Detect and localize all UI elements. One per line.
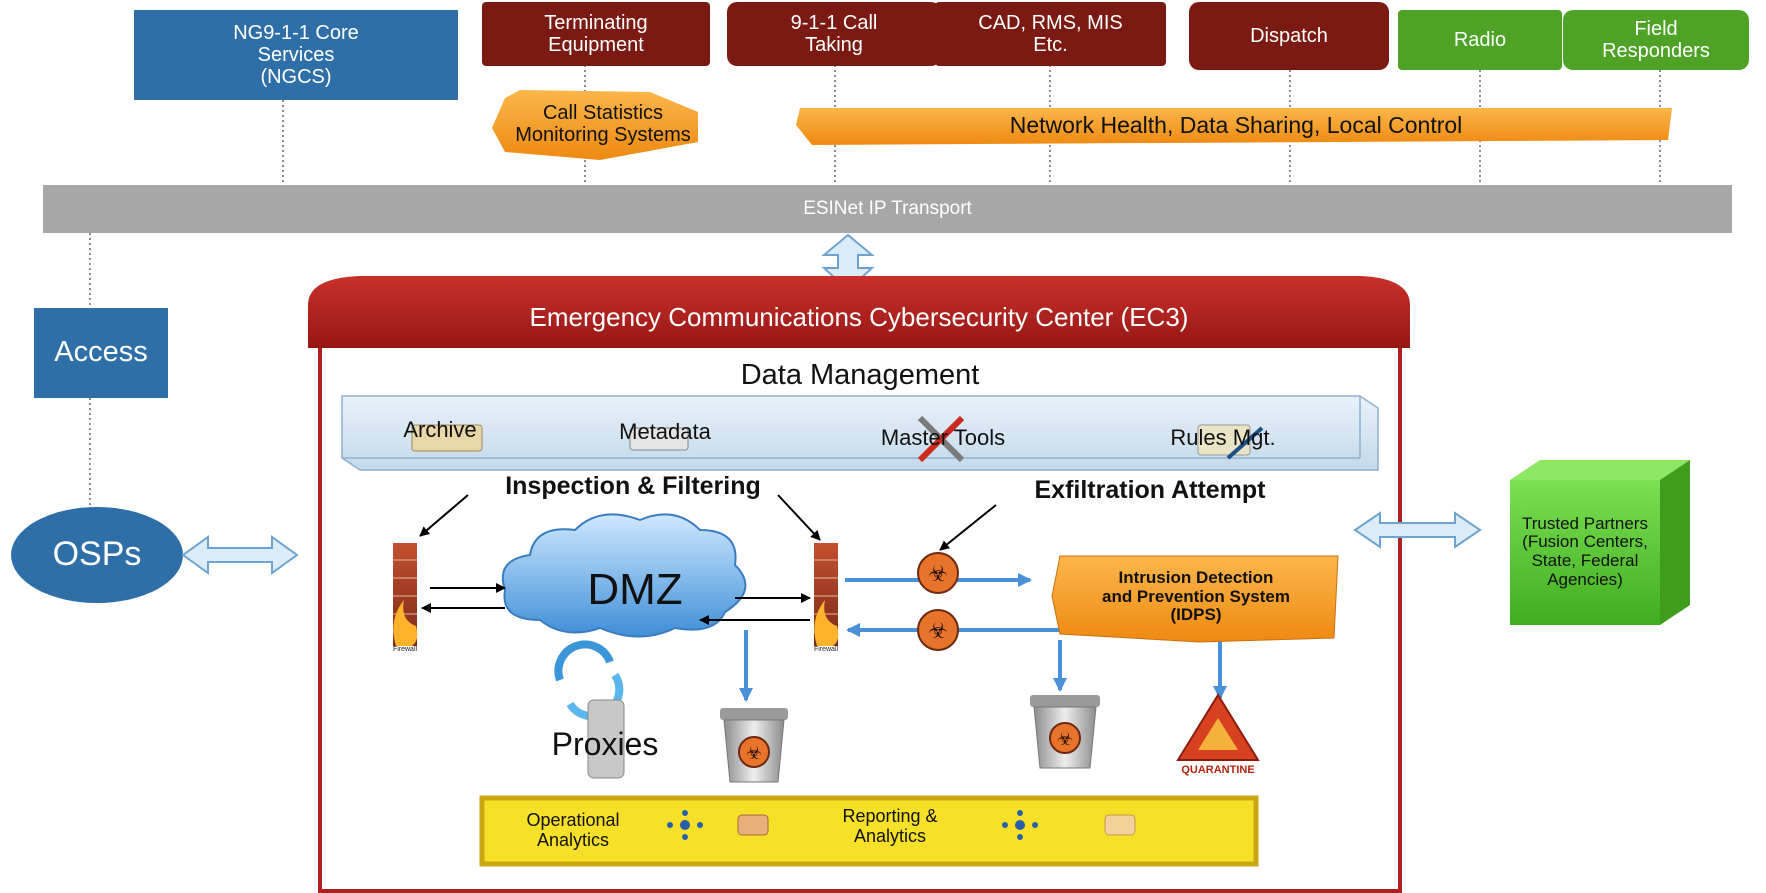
svg-text:☣: ☣: [746, 743, 762, 764]
biohazard-icon: ☣: [917, 552, 959, 594]
inspection-arrow-left: [419, 494, 469, 537]
trusted-partners-double-arrow: [1353, 511, 1482, 549]
connector-lines: [89, 60, 1661, 510]
exfiltration-arrow: [939, 504, 997, 551]
ec3-header: [308, 276, 1410, 348]
dmz-cloud: [501, 513, 747, 638]
proxy-server-icon: [587, 699, 625, 779]
quarantine-icon: [1176, 693, 1260, 761]
rules-management-label: Rules Mgt.: [1170, 424, 1276, 450]
biohazard-icon: ☣: [917, 609, 959, 651]
ec3-title: Emergency Communications Cybersecurity C…: [529, 301, 1189, 332]
cad-label: CAD, RMS, MIS Etc.: [978, 12, 1123, 56]
call-statistics-banner: [492, 90, 698, 160]
osps-double-arrow: [181, 535, 299, 575]
data-management-label: Data Management: [740, 359, 980, 392]
trash-can-icon: ☣: [720, 708, 788, 783]
osps-label: OSPs: [52, 535, 142, 574]
rules-management-icon: [1197, 424, 1264, 460]
esinet-transport-label: ESINet IP Transport: [803, 197, 972, 219]
archive-label: Archive: [403, 416, 477, 442]
terminating-equipment-label: Terminating Equipment: [544, 12, 648, 56]
call-taking-box: [727, 2, 941, 66]
archive-icon: [411, 424, 483, 452]
idps-box: [1051, 555, 1339, 643]
call-statistics-label: Call Statistics Monitoring Systems: [515, 102, 691, 146]
metadata-label: Metadata: [619, 418, 711, 444]
svg-text:☣: ☣: [928, 619, 948, 644]
svg-text:☣: ☣: [1057, 729, 1073, 750]
dispatch-label: Dispatch: [1250, 25, 1328, 47]
master-tools-icon: [917, 415, 965, 463]
network-node-icon: [667, 810, 703, 840]
ngcs-label: NG9-1-1 Core Services (NGCS): [233, 22, 359, 88]
proxies-label: Proxies: [551, 726, 659, 763]
trash-can-icon: ☣: [1030, 695, 1100, 769]
radio-box: [1398, 10, 1562, 70]
inspection-filtering-label: Inspection & Filtering: [505, 472, 761, 501]
trusted-partners-label: Trusted Partners (Fusion Centers, State,…: [1522, 513, 1648, 589]
radio-label: Radio: [1453, 29, 1507, 51]
inspection-arrow-right: [777, 494, 821, 541]
svg-text:☣: ☣: [928, 562, 948, 587]
network-health-banner: [796, 108, 1672, 145]
osps-ellipse: [11, 507, 183, 603]
access-label: Access: [54, 336, 148, 369]
trusted-partners-cube: [1510, 460, 1690, 625]
idps-label: Intrusion Detection and Prevention Syste…: [1101, 567, 1290, 625]
firewall-right-label: Firewall: [813, 646, 839, 654]
quarantine-label: QUARANTINE: [1181, 763, 1255, 776]
ngcs-box: [134, 10, 458, 100]
network-node-icon: [1002, 810, 1038, 840]
access-box: [34, 308, 168, 398]
terminating-equipment-box: [482, 2, 710, 66]
dmz-label: DMZ: [587, 564, 683, 614]
call-taking-label: 9-1-1 Call Taking: [790, 12, 878, 56]
operational-analytics-label: Operational Analytics: [526, 810, 620, 850]
firewall-left-label: Firewall: [392, 646, 418, 654]
field-responders-box: [1563, 10, 1749, 70]
metadata-icon: [629, 427, 689, 451]
field-responders-label: Field Responders: [1602, 18, 1710, 62]
exfiltration-attempt-label: Exfiltration Attempt: [1034, 476, 1266, 505]
dispatch-box: [1189, 2, 1389, 70]
network-health-label: Network Health, Data Sharing, Local Cont…: [1009, 112, 1463, 139]
firewall-right: [814, 543, 839, 646]
cad-box: [935, 2, 1166, 66]
reporting-analytics-label: Reporting & Analytics: [842, 806, 938, 846]
master-tools-label: Master Tools: [880, 424, 1006, 450]
firewall-left: [393, 543, 418, 646]
report-icon: [1104, 814, 1136, 836]
esinet-transport-bar: [43, 185, 1732, 233]
report-icon: [737, 814, 769, 836]
